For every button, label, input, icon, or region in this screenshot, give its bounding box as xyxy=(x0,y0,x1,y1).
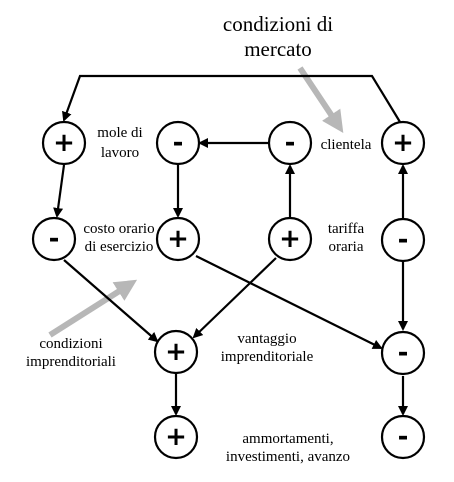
node-sign: + xyxy=(53,128,75,158)
node-clientela-minus: - xyxy=(267,120,313,166)
node-sign: - xyxy=(49,224,60,254)
node-sign: - xyxy=(398,338,409,368)
label-mole-2: lavoro xyxy=(101,145,139,161)
node-sign: + xyxy=(167,224,189,254)
label-condizioni-mercato-2: mercato xyxy=(244,37,312,61)
label-vantaggio-2: imprenditoriale xyxy=(221,349,314,365)
label-costo-2: di esercizio xyxy=(85,239,154,255)
edge-costo-mid-to-right-low xyxy=(195,255,383,349)
label-ammort-1: ammortamenti, xyxy=(242,431,333,447)
edge-mole-to-left-mid xyxy=(53,164,66,218)
label-tariffa-2: oraria xyxy=(329,239,364,255)
label-tariffa-1: tariffa xyxy=(328,221,365,237)
node-sign: + xyxy=(392,128,414,158)
label-cond-impr-2: imprenditoriali xyxy=(26,354,116,370)
node-sign: - xyxy=(398,422,409,452)
node-sign: - xyxy=(398,225,409,255)
label-mole-1: mole di xyxy=(97,125,142,141)
edge-mid-right-to-vantaggio xyxy=(192,257,277,339)
edge-clientela-to-mole xyxy=(62,74,401,123)
edge-left-mid-to-vantaggio xyxy=(63,259,159,343)
label-cond-impr-1: condizioni xyxy=(39,336,102,352)
node-sign: + xyxy=(165,337,187,367)
label-clientela: clientela xyxy=(321,137,372,153)
node-mid-right: + xyxy=(267,216,313,262)
node-bottom-right: - xyxy=(380,414,426,460)
label-vantaggio-1: vantaggio xyxy=(237,331,296,347)
node-costo-orario: + xyxy=(155,216,201,262)
node-sign: - xyxy=(285,128,296,158)
node-left-mid: - xyxy=(31,216,77,262)
node-ammortamenti: + xyxy=(153,414,199,460)
node-right-low: - xyxy=(380,330,426,376)
entrepreneurial-conditions-arrow xyxy=(48,279,138,338)
node-vantaggio: + xyxy=(153,329,199,375)
node-sign: + xyxy=(165,422,187,452)
node-sign: - xyxy=(173,128,184,158)
market-conditions-arrow xyxy=(297,66,344,133)
node-tariffa-oraria: - xyxy=(380,217,426,263)
node-mole-di-lavoro: + xyxy=(41,120,87,166)
label-condizioni-mercato-1: condizioni di xyxy=(223,12,333,36)
node-costo-top: - xyxy=(155,120,201,166)
node-clientela: + xyxy=(380,120,426,166)
label-costo-1: costo orario xyxy=(83,221,154,237)
label-ammort-2: investimenti, avanzo xyxy=(226,449,350,465)
node-sign: + xyxy=(279,224,301,254)
